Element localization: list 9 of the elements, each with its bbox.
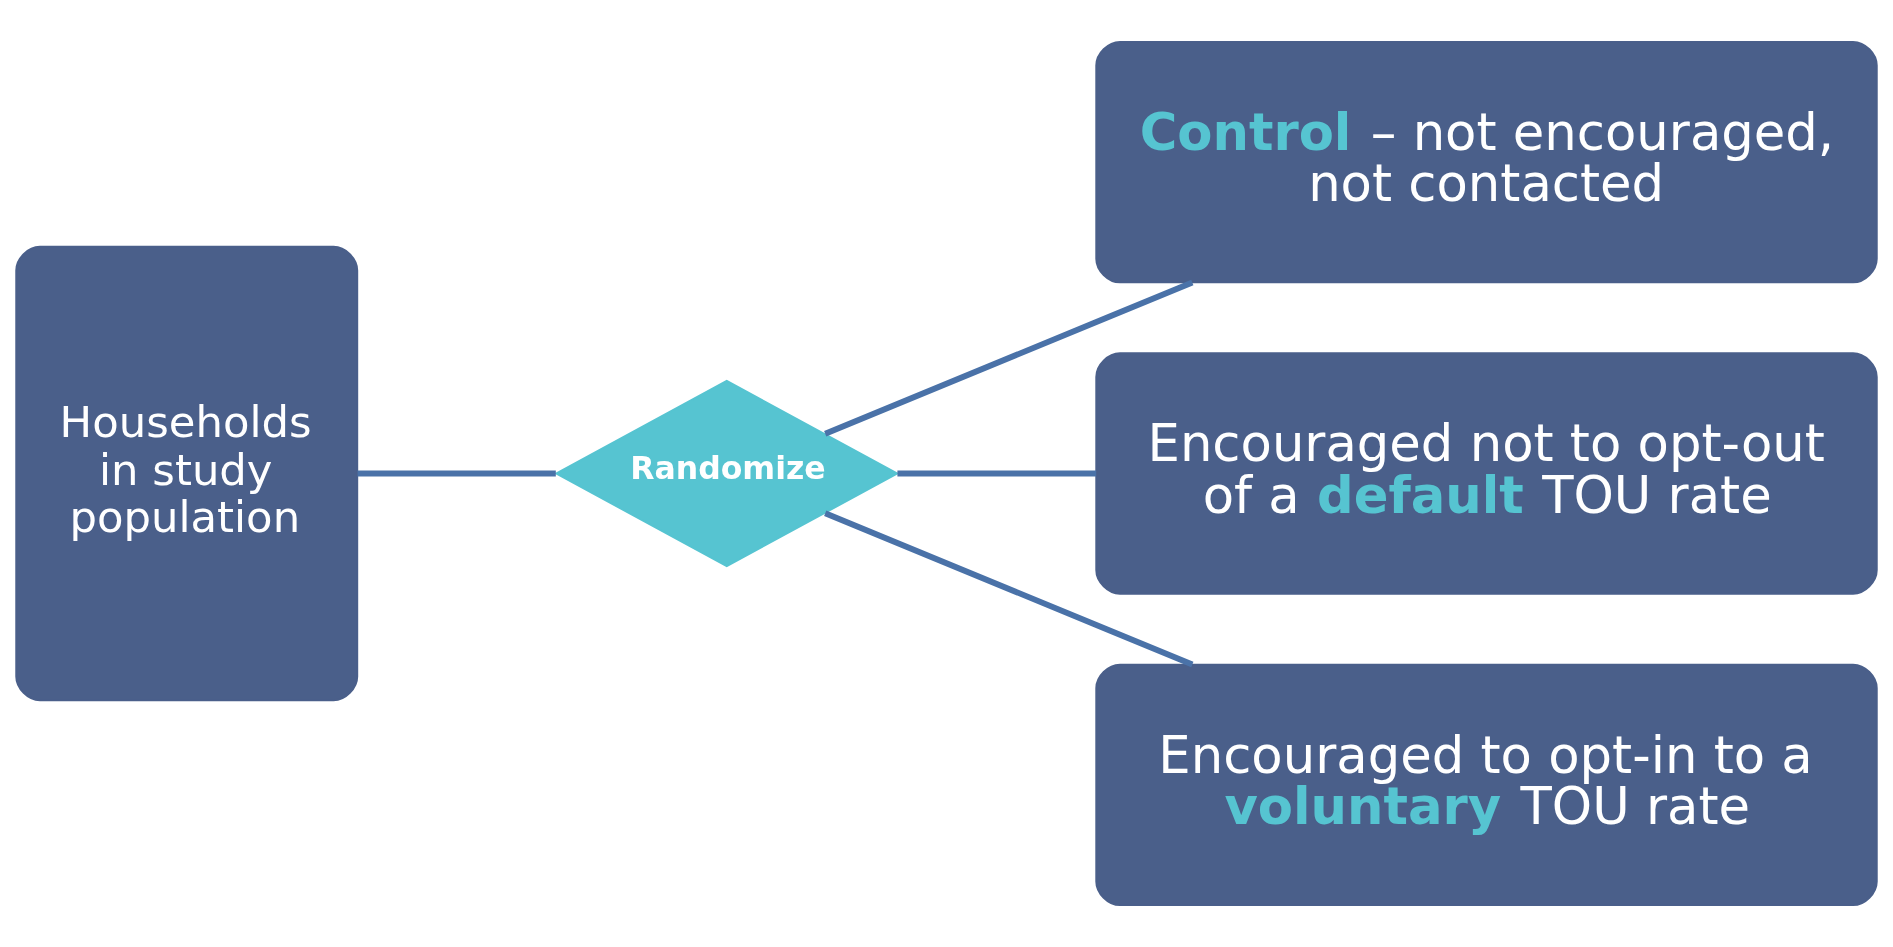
node-box: Households in study population bbox=[15, 245, 359, 702]
node-box: Encouraged not to opt-out of a default TOU rate bbox=[1095, 352, 1878, 595]
node-box: Control – not encouraged, not contacted bbox=[1095, 40, 1878, 284]
connector bbox=[357, 470, 556, 477]
connector bbox=[824, 279, 1194, 437]
node-box: Encouraged to opt-in to a voluntary TOU rate bbox=[1095, 663, 1878, 907]
connector bbox=[824, 510, 1194, 668]
node-diamond: Randomize bbox=[554, 379, 900, 568]
connector bbox=[897, 470, 1097, 477]
